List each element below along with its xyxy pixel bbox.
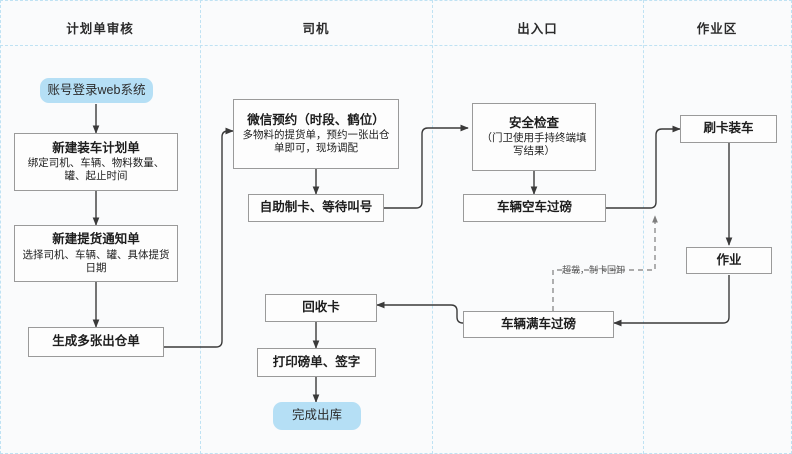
node-safety-check[interactable]: 安全检查 （门卫使用手持终端填写结果） bbox=[472, 103, 596, 171]
node-gen-outbound-title: 生成多张出仓单 bbox=[52, 334, 140, 349]
edge-operation-to-full-weigh bbox=[613, 275, 730, 327]
node-plan-order[interactable]: 新建装车计划单 绑定司机、车辆、物料数量、罐、起止时间 bbox=[14, 133, 178, 191]
node-gen-outbound[interactable]: 生成多张出仓单 bbox=[28, 327, 164, 357]
node-operation-title: 作业 bbox=[716, 252, 742, 267]
node-empty-weigh-title: 车辆空车过磅 bbox=[496, 200, 572, 215]
node-operation[interactable]: 作业 bbox=[686, 247, 772, 274]
lane-title-yard: 作业区 bbox=[696, 22, 738, 36]
node-recycle-card-title: 回收卡 bbox=[302, 300, 340, 315]
node-swipe-load[interactable]: 刷卡装车 bbox=[680, 115, 777, 143]
node-plan-order-title: 新建装车计划单 bbox=[52, 140, 140, 155]
node-pickup-note-title: 新建提货通知单 bbox=[52, 232, 140, 247]
node-print-ticket-title: 打印磅单、签字 bbox=[272, 354, 361, 369]
node-finish-title: 完成出库 bbox=[291, 408, 342, 423]
edge-full-weigh-to-recycle-card bbox=[376, 301, 464, 324]
node-pickup-note-subtitle: 选择司机、车辆、罐、具体提货日期 bbox=[22, 248, 170, 274]
node-wechat-book[interactable]: 微信预约（时段、鹤位） 多物料的提货单，预约一张出仓单即可，现场调配 bbox=[233, 99, 399, 169]
lane-title-plan: 计划单审核 bbox=[66, 22, 134, 36]
edge-label-overload: 超载，制卡回卸 bbox=[562, 265, 626, 275]
lane-header-bottom-rule bbox=[0, 45, 792, 46]
node-wechat-book-subtitle: 多物料的提货单，预约一张出仓单即可，现场调配 bbox=[242, 129, 390, 155]
lane-divider-2 bbox=[432, 0, 433, 454]
node-swipe-load-title: 刷卡装车 bbox=[703, 121, 754, 136]
lane-divider-3 bbox=[643, 0, 644, 454]
node-full-weigh[interactable]: 车辆满车过磅 bbox=[463, 311, 614, 338]
node-full-weigh-title: 车辆满车过磅 bbox=[500, 316, 576, 331]
node-print-ticket[interactable]: 打印磅单、签字 bbox=[257, 348, 376, 377]
node-pickup-note[interactable]: 新建提货通知单 选择司机、车辆、罐、具体提货日期 bbox=[14, 225, 178, 282]
node-empty-weigh[interactable]: 车辆空车过磅 bbox=[463, 194, 606, 222]
node-wechat-book-title: 微信预约（时段、鹤位） bbox=[247, 112, 385, 127]
node-login[interactable]: 账号登录web系统 bbox=[40, 78, 153, 103]
lane-title-driver: 司机 bbox=[302, 22, 330, 36]
node-login-title: 账号登录web系统 bbox=[47, 82, 146, 97]
node-plan-order-subtitle: 绑定司机、车辆、物料数量、罐、起止时间 bbox=[27, 157, 165, 183]
node-self-card-title: 自助制卡、等待叫号 bbox=[259, 200, 373, 215]
lane-header-top-rule bbox=[0, 0, 792, 1]
lane-divider-left-edge bbox=[0, 0, 1, 454]
node-safety-check-title: 安全检查 bbox=[508, 115, 559, 130]
node-self-card[interactable]: 自助制卡、等待叫号 bbox=[248, 194, 384, 222]
lane-title-gate: 出入口 bbox=[517, 22, 558, 36]
node-recycle-card[interactable]: 回收卡 bbox=[265, 294, 377, 322]
node-finish[interactable]: 完成出库 bbox=[273, 402, 361, 430]
node-safety-check-subtitle: （门卫使用手持终端填写结果） bbox=[481, 132, 587, 158]
lane-divider-1 bbox=[200, 0, 201, 454]
